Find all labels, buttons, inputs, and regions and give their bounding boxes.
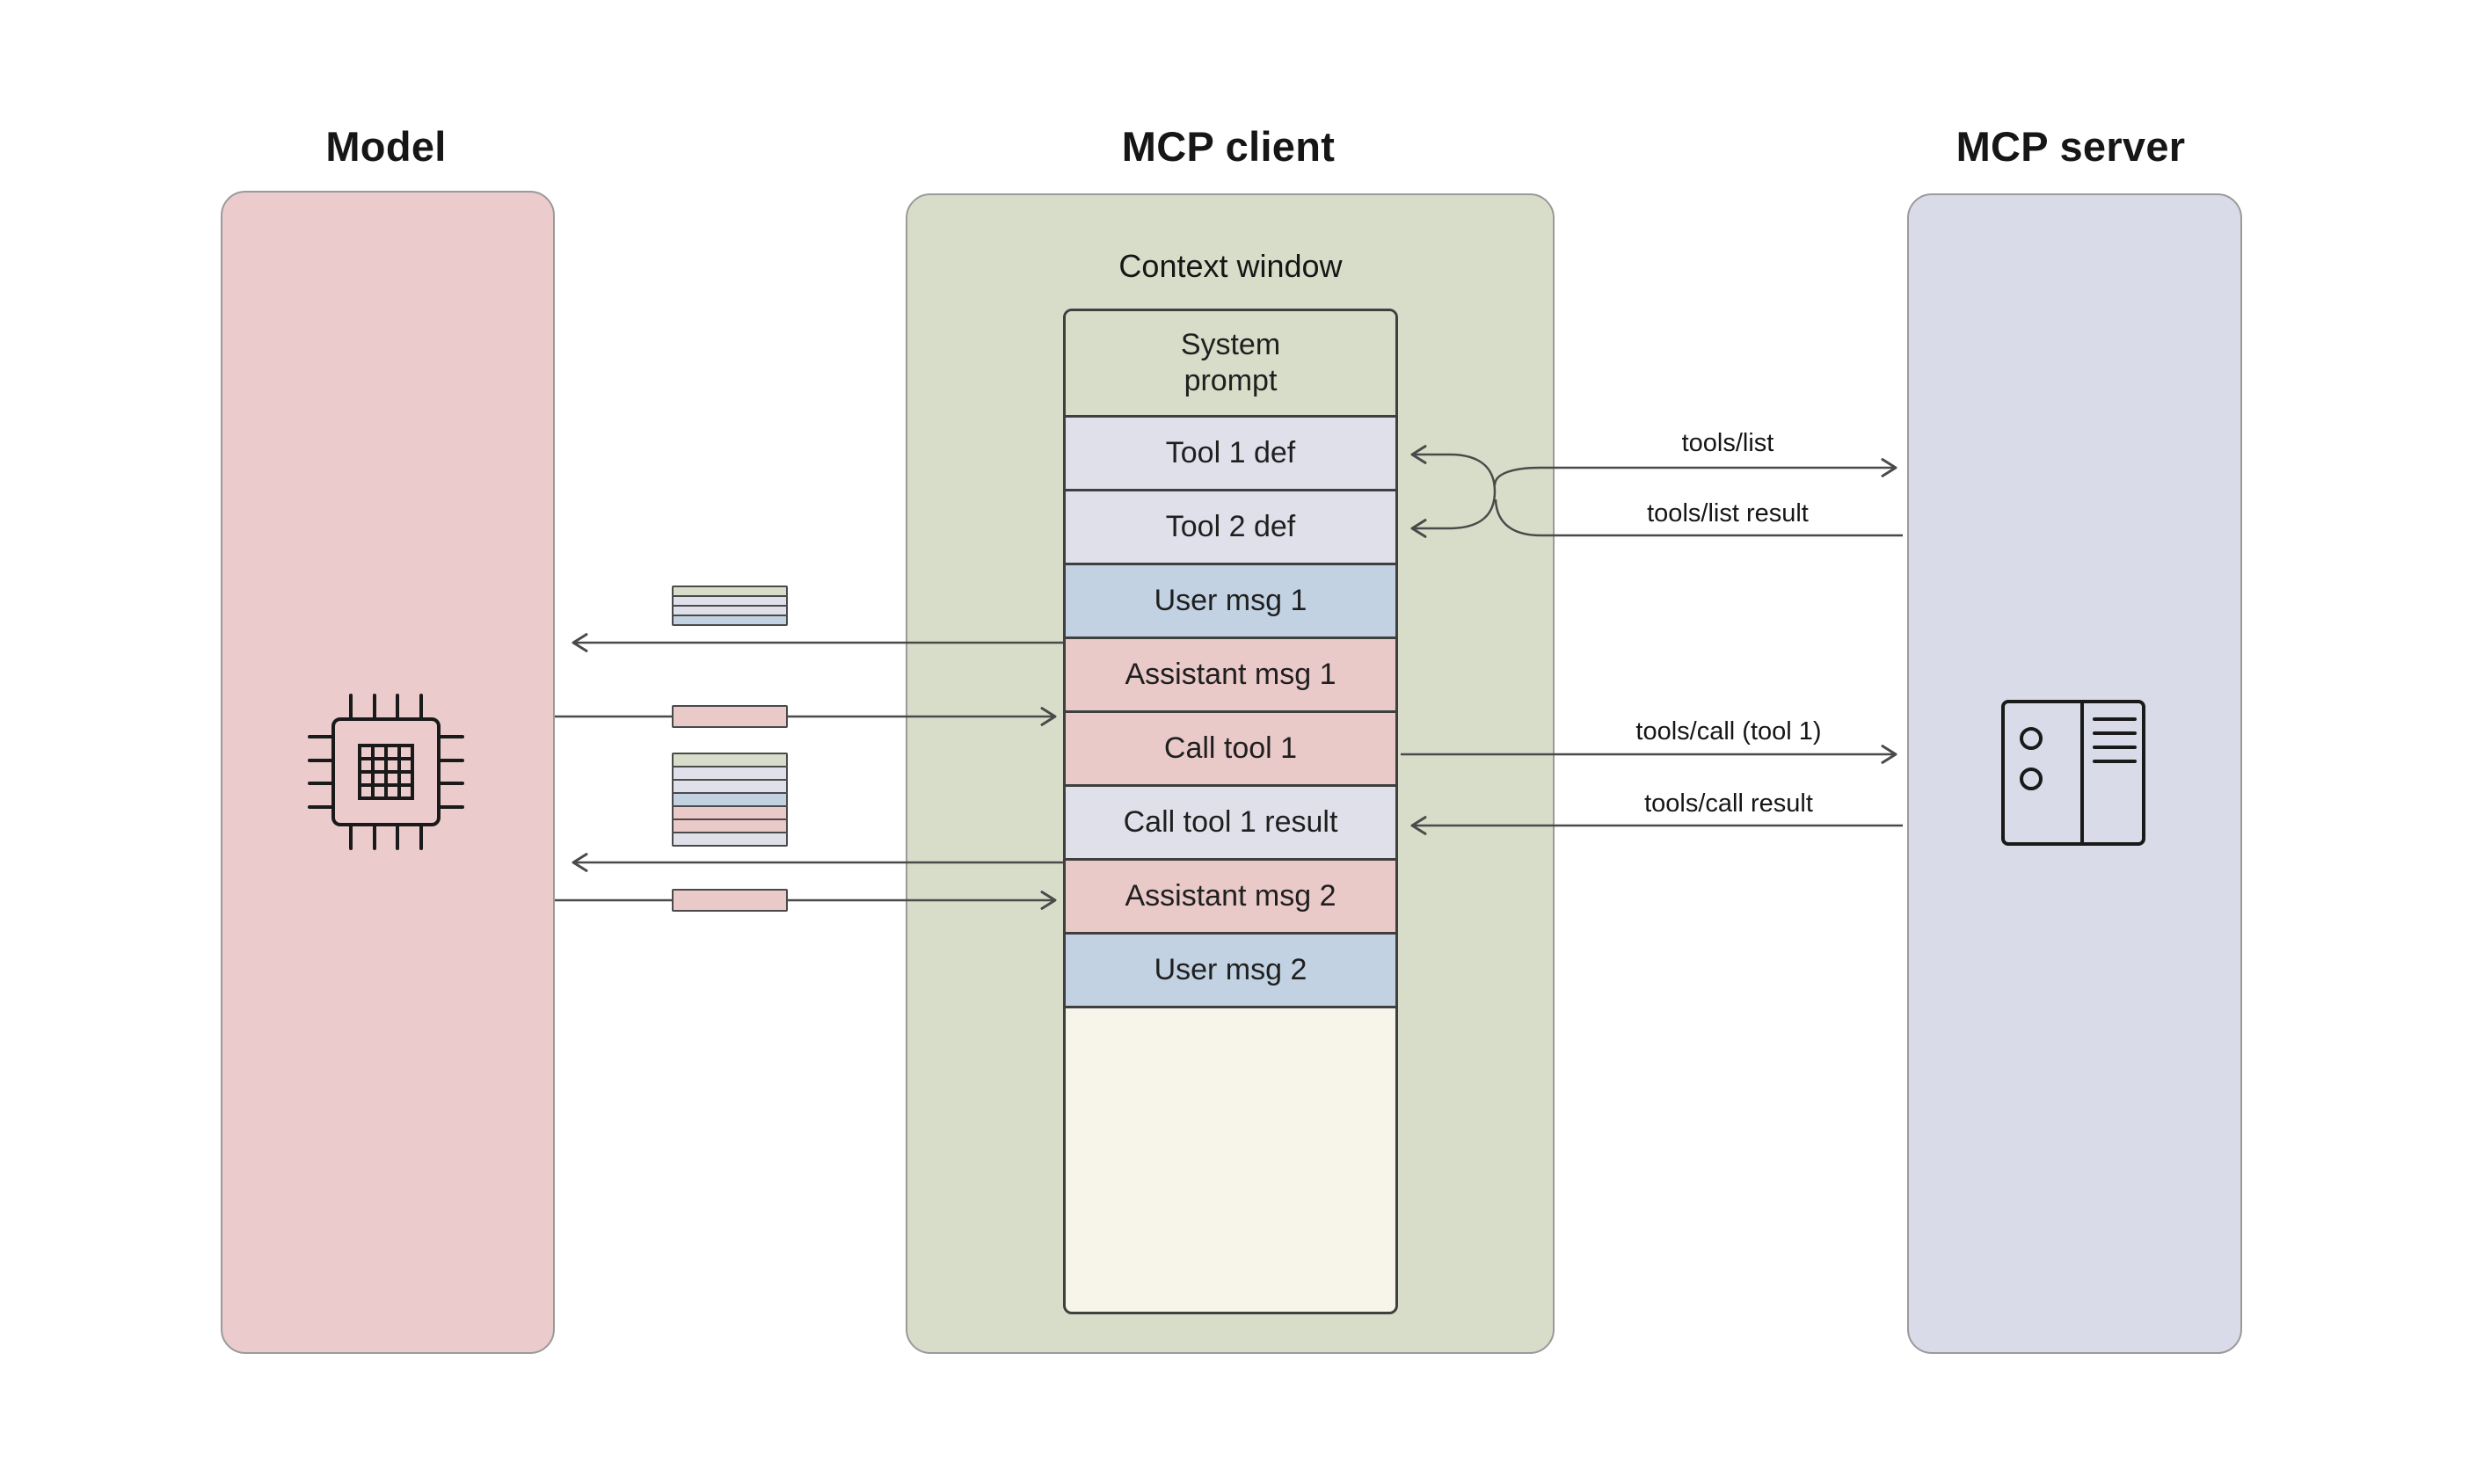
mcp-server-panel — [1907, 193, 2242, 1354]
context-row-label: Assistant msg 1 — [1125, 657, 1336, 691]
context-row-system-prompt: System prompt — [1066, 311, 1395, 418]
context-row-label: Call tool 1 result — [1123, 804, 1338, 839]
context-row-label: Call tool 1 — [1163, 731, 1298, 765]
context-window-free-space — [1066, 1008, 1395, 1312]
context-row-label: Tool 2 def — [1165, 509, 1296, 543]
mcp-client-title: MCP client — [1121, 123, 1336, 170]
context-window-label: Context window — [1118, 248, 1343, 284]
context-row-label: Assistant msg 2 — [1125, 878, 1336, 913]
mcp-server-title: MCP server — [1956, 123, 2186, 170]
context-row-user-msg-1: User msg 1 — [1066, 565, 1395, 639]
context-row-assistant-msg-2: Assistant msg 2 — [1066, 861, 1395, 935]
token-stripe — [672, 832, 788, 847]
token-stripe — [672, 705, 788, 728]
context-row-label: User msg 2 — [1154, 952, 1307, 986]
token-stack-model-output-1 — [672, 705, 788, 728]
context-row-call-tool-1: Call tool 1 — [1066, 713, 1395, 787]
tools-call-label: tools/call (tool 1) — [1635, 717, 1822, 746]
tools-list-result-label: tools/list result — [1647, 499, 1809, 527]
model-title: Model — [325, 123, 447, 170]
context-row-assistant-msg-1: Assistant msg 1 — [1066, 639, 1395, 713]
context-row-label: User msg 1 — [1154, 583, 1307, 617]
cpu-chip-icon — [294, 680, 478, 869]
token-stripe — [672, 889, 788, 912]
arrow-tools-list-request — [1493, 458, 1897, 486]
context-row-tool-1-def: Tool 1 def — [1066, 418, 1395, 491]
context-row-user-msg-2: User msg 2 — [1066, 935, 1395, 1008]
tools-list-label: tools/list — [1681, 429, 1774, 457]
token-stack-context-to-model-1 — [672, 586, 788, 626]
token-stack-model-output-2 — [672, 889, 788, 912]
token-stripe — [672, 615, 788, 626]
server-icon — [1996, 695, 2154, 857]
context-window: System prompt Tool 1 def Tool 2 def User… — [1063, 309, 1398, 1314]
token-stack-context-to-model-2 — [672, 753, 788, 847]
context-row-label: Tool 1 def — [1165, 435, 1296, 469]
tools-call-result-label: tools/call result — [1644, 789, 1813, 818]
context-row-tool-2-def: Tool 2 def — [1066, 491, 1395, 565]
context-row-call-tool-1-result: Call tool 1 result — [1066, 787, 1395, 861]
context-row-label: System prompt — [1180, 327, 1281, 397]
